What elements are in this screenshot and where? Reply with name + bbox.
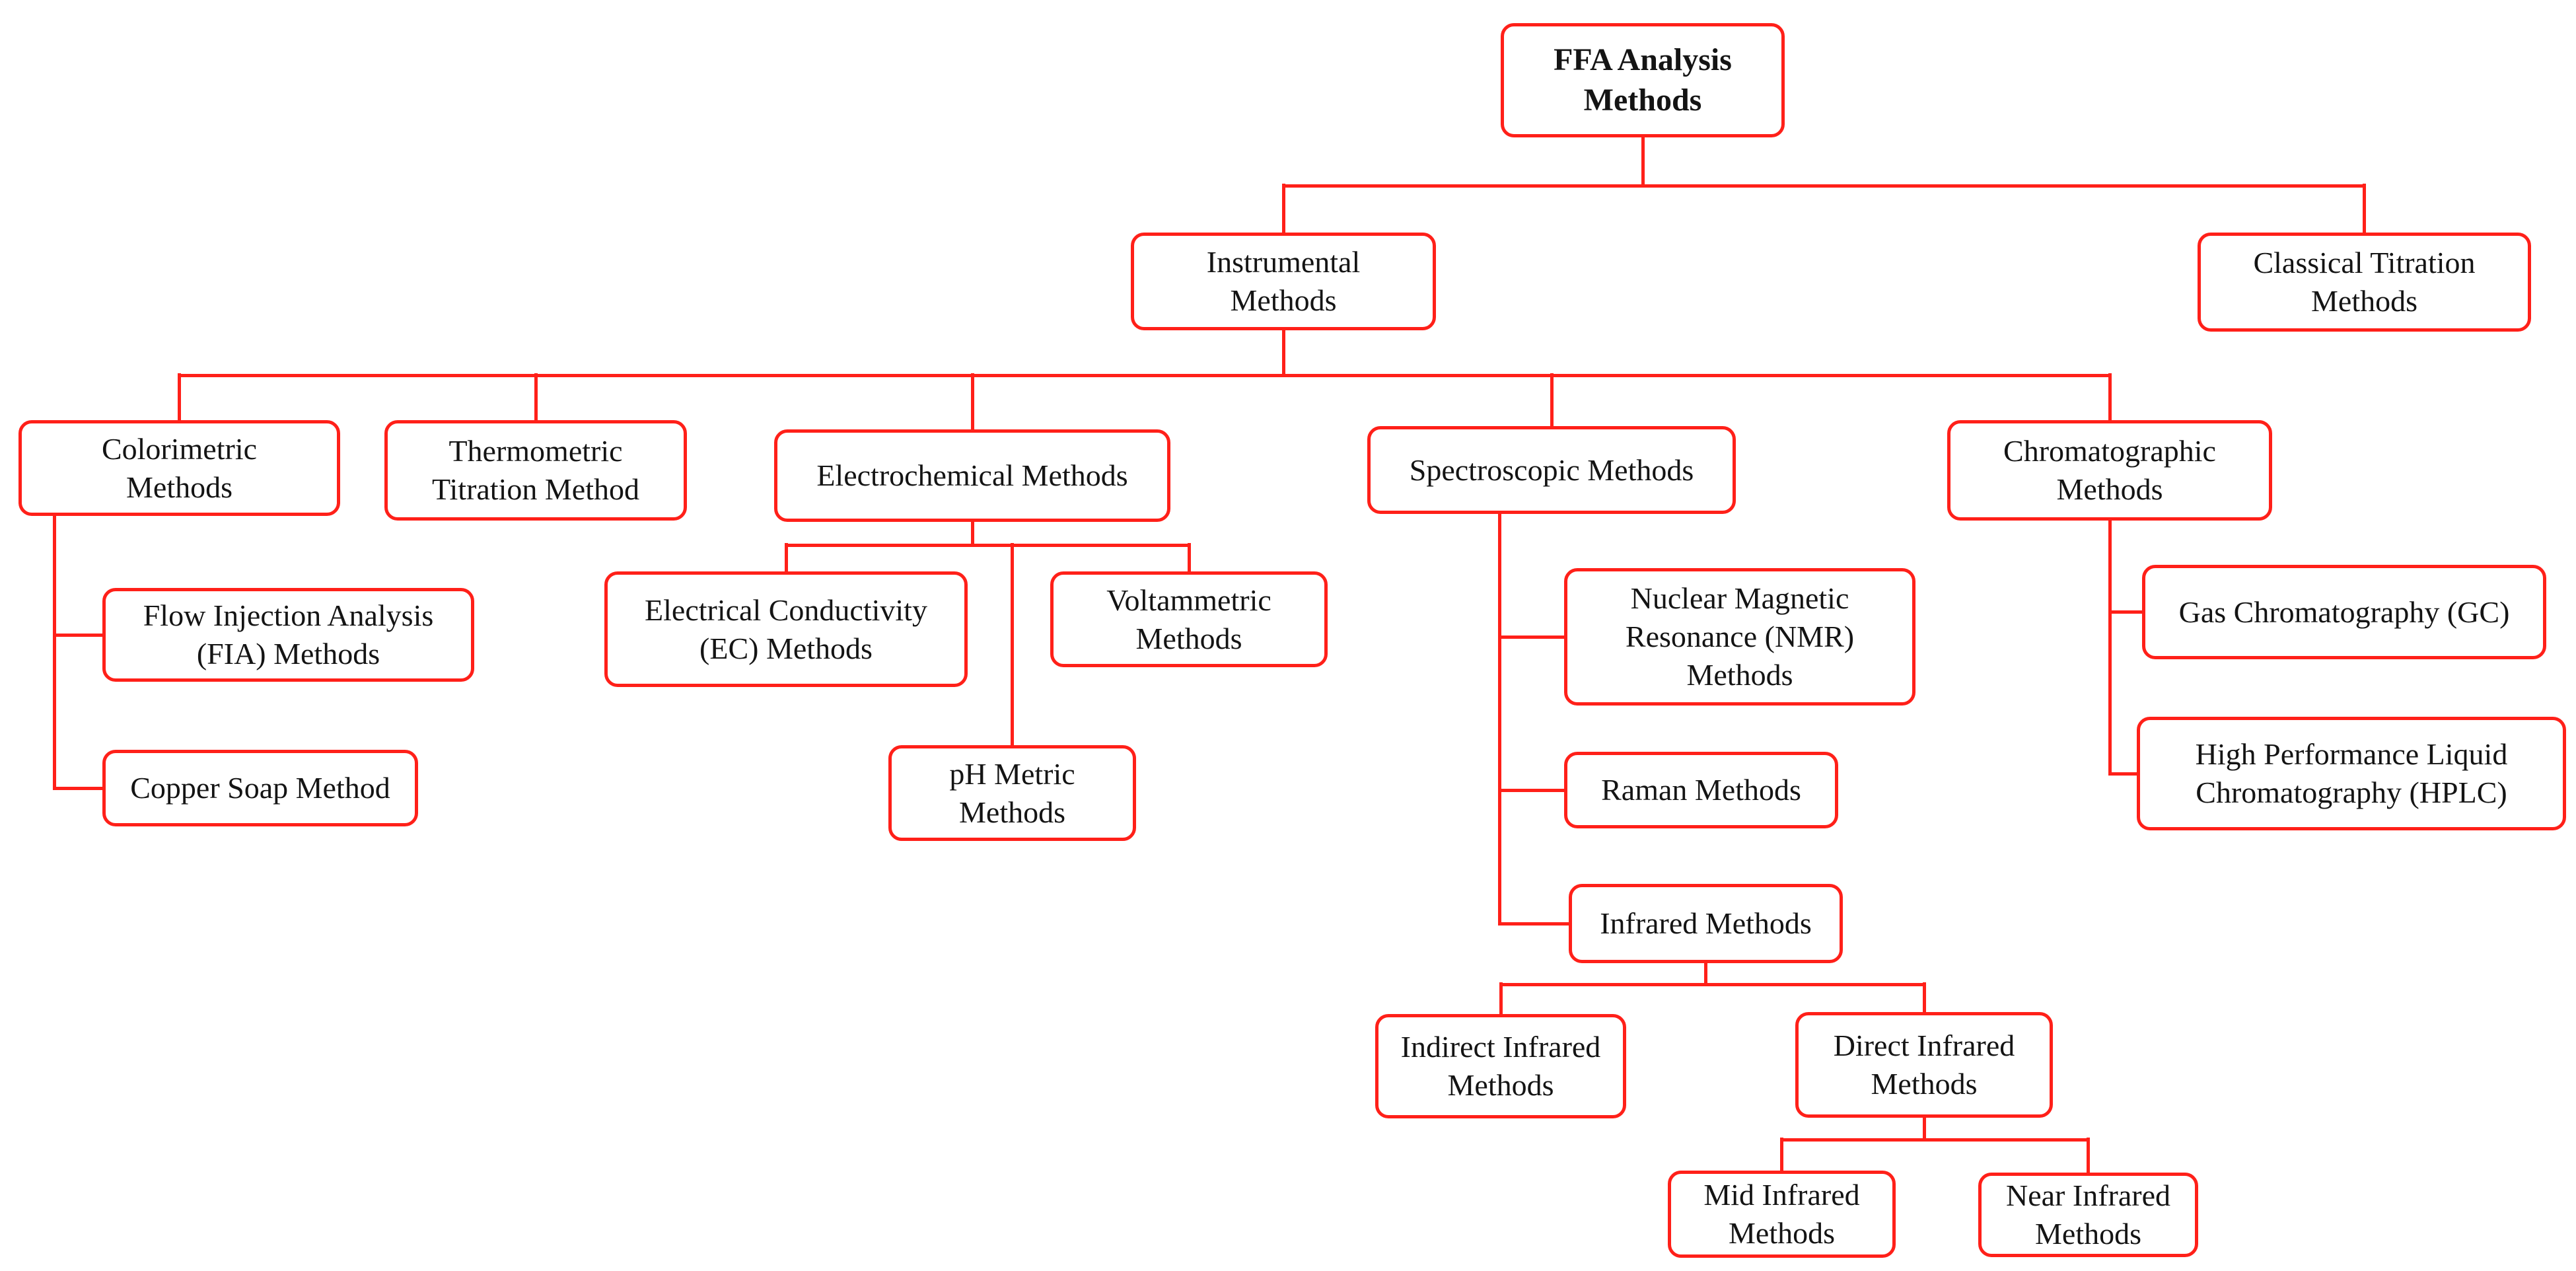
connector-infrared-out <box>1704 963 1707 984</box>
connector-level2-bus <box>1282 184 2366 188</box>
connector-copper-soap-stub <box>53 787 104 790</box>
connector-infrared-stub <box>1498 922 1571 926</box>
node-thermometric-titration-method: Thermometric Titration Method <box>384 420 687 521</box>
node-flow-injection-analysis-methods: Flow Injection Analysis (FIA) Methods <box>102 588 474 682</box>
connector-ph-metric-drop <box>1011 543 1014 745</box>
connector-near-infrared-drop <box>2087 1138 2090 1173</box>
connector-ffa-drop <box>1641 137 1645 186</box>
node-label: Thermometric Titration Method <box>432 434 639 506</box>
connector-direct-infrared-bus <box>1780 1138 2090 1142</box>
node-ffa-analysis-methods: FFA Analysis Methods <box>1501 23 1785 137</box>
connector-direct-infrared-out <box>1923 1118 1926 1140</box>
node-label: Spectroscopic Methods <box>1409 453 1694 487</box>
connector-direct-infrared-drop <box>1923 982 1926 1012</box>
node-label: Copper Soap Method <box>130 771 390 805</box>
node-label: Electrochemical Methods <box>816 458 1128 493</box>
connector-indirect-infrared-drop <box>1499 982 1503 1014</box>
node-label: pH Metric Methods <box>949 756 1075 829</box>
node-label: Chromatographic Methods <box>2003 434 2216 506</box>
node-copper-soap-method: Copper Soap Method <box>102 750 418 826</box>
connector-electrochemical-drop <box>971 373 974 429</box>
node-direct-infrared-methods: Direct Infrared Methods <box>1795 1012 2053 1118</box>
node-high-performance-liquid-chromatography: High Performance Liquid Chromatography (… <box>2137 717 2566 830</box>
connector-fia-stub <box>53 634 104 637</box>
connector-infrared-bus <box>1499 983 1926 986</box>
connector-chromatographic-drop <box>2108 373 2112 420</box>
connector-spectroscopic-rail <box>1498 514 1501 925</box>
connector-nmr-stub <box>1498 636 1567 639</box>
node-infrared-methods: Infrared Methods <box>1569 884 1843 963</box>
node-label: Classical Titration Methods <box>2253 246 2476 318</box>
node-mid-infrared-methods: Mid Infrared Methods <box>1668 1171 1896 1258</box>
node-spectroscopic-methods: Spectroscopic Methods <box>1367 426 1736 514</box>
connector-colorimetric-drop <box>178 373 181 420</box>
connector-gc-stub <box>2108 610 2145 614</box>
node-label: Voltammetric Methods <box>1106 583 1271 655</box>
node-label: Nuclear Magnetic Resonance (NMR) Methods <box>1625 581 1855 692</box>
node-electrochemical-methods: Electrochemical Methods <box>774 429 1170 522</box>
node-label: FFA Analysis Methods <box>1554 42 1732 118</box>
node-indirect-infrared-methods: Indirect Infrared Methods <box>1375 1014 1626 1118</box>
connector-spectroscopic-drop <box>1550 373 1554 426</box>
node-label: Raman Methods <box>1601 773 1801 807</box>
node-instrumental-methods: Instrumental Methods <box>1131 233 1436 330</box>
node-nuclear-magnetic-resonance-methods: Nuclear Magnetic Resonance (NMR) Methods <box>1564 568 1915 706</box>
node-label: Near Infrared Methods <box>2006 1179 2170 1251</box>
node-label: Infrared Methods <box>1600 906 1812 941</box>
node-chromatographic-methods: Chromatographic Methods <box>1947 420 2272 521</box>
node-label: Colorimetric Methods <box>101 431 258 504</box>
connector-colorimetric-rail <box>53 516 56 789</box>
node-label: Instrumental Methods <box>1206 245 1361 317</box>
node-electrical-conductivity-methods: Electrical Conductivity (EC) Methods <box>604 571 968 687</box>
node-label: Direct Infrared Methods <box>1833 1029 2015 1101</box>
node-ph-metric-methods: pH Metric Methods <box>888 745 1136 841</box>
connector-voltammetric-drop <box>1188 543 1191 571</box>
node-label: Electrical Conductivity (EC) Methods <box>645 593 927 665</box>
node-near-infrared-methods: Near Infrared Methods <box>1978 1173 2198 1257</box>
connector-raman-stub <box>1498 789 1567 792</box>
connector-classical-drop <box>2363 184 2366 233</box>
connector-electrochemical-out <box>971 522 974 545</box>
connector-level3-bus <box>178 374 2112 377</box>
connector-hplc-stub <box>2108 772 2139 776</box>
connector-instrumental-drop <box>1282 184 1285 233</box>
connector-ec-drop <box>785 543 788 571</box>
connector-electrochemical-bus <box>785 544 1191 547</box>
node-raman-methods: Raman Methods <box>1564 752 1838 828</box>
node-gas-chromatography: Gas Chromatography (GC) <box>2142 565 2546 659</box>
connector-chromatographic-rail <box>2108 521 2112 775</box>
node-colorimetric-methods: Colorimetric Methods <box>18 420 340 516</box>
node-label: High Performance Liquid Chromatography (… <box>2195 737 2508 809</box>
node-voltammetric-methods: Voltammetric Methods <box>1050 571 1328 667</box>
node-label: Gas Chromatography (GC) <box>2178 595 2510 629</box>
node-classical-titration-methods: Classical Titration Methods <box>2198 233 2531 332</box>
node-label: Mid Infrared Methods <box>1703 1178 1860 1250</box>
node-label: Indirect Infrared Methods <box>1400 1030 1601 1102</box>
connector-instrumental-out <box>1282 330 1285 375</box>
connector-thermometric-drop <box>534 373 538 420</box>
node-label: Flow Injection Analysis (FIA) Methods <box>143 599 434 671</box>
connector-mid-infrared-drop <box>1780 1138 1783 1171</box>
